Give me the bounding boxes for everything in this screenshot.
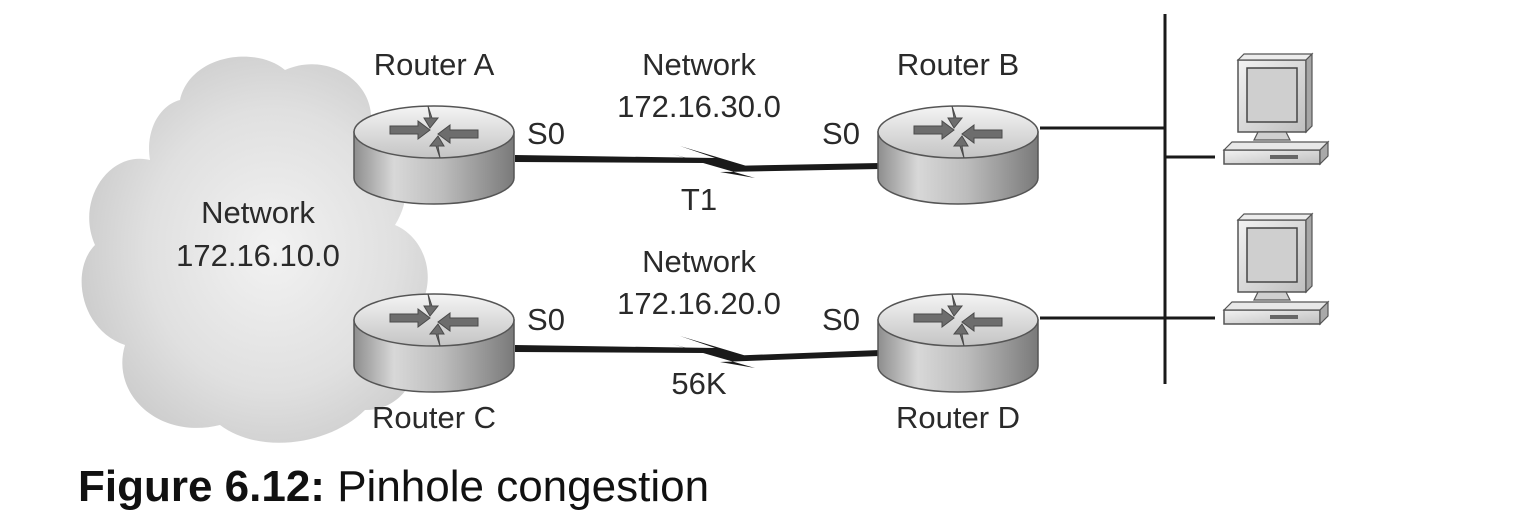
router-d-port: S0: [822, 302, 860, 337]
workstation-icon: [1223, 53, 1329, 165]
bottom-link-speed: 56K: [671, 366, 726, 401]
bottom-link-network-address: 172.16.20.0: [617, 286, 781, 321]
router-a-port: S0: [527, 116, 565, 151]
router-b-icon: [877, 105, 1039, 205]
cloud-network-label: Network: [201, 195, 315, 230]
router-b-name: Router B: [897, 47, 1019, 82]
network-diagram: Network 172.16.10.0 Router A Router B Ro…: [81, 14, 1329, 443]
workstation-icon: [1223, 213, 1329, 325]
serial-link-icon: [515, 336, 880, 368]
figure-title: Pinhole congestion: [337, 462, 710, 511]
router-c-icon: [353, 293, 515, 393]
cloud-icon: [81, 56, 428, 443]
top-link-network-label: Network: [642, 47, 756, 82]
figure-caption: Figure 6.12: Pinhole congestion: [78, 462, 709, 512]
router-c-port: S0: [527, 302, 565, 337]
serial-link-icon: [515, 146, 880, 178]
router-d-name: Router D: [896, 400, 1020, 435]
router-a-icon: [353, 105, 515, 205]
top-link-network-address: 172.16.30.0: [617, 89, 781, 124]
router-d-icon: [877, 293, 1039, 393]
router-c-name: Router C: [372, 400, 496, 435]
top-link-speed: T1: [681, 182, 717, 217]
cloud-network-address: 172.16.10.0: [176, 238, 340, 273]
bottom-link-network-label: Network: [642, 244, 756, 279]
figure-number: Figure 6.12:: [78, 462, 325, 511]
router-b-port: S0: [822, 116, 860, 151]
router-a-name: Router A: [374, 47, 495, 82]
